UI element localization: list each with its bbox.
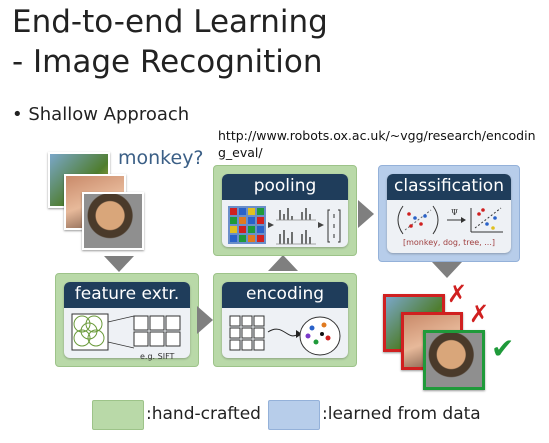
stage-header-encoding: encoding — [222, 282, 348, 308]
wrong-mark-2: ✗ — [469, 300, 490, 328]
stage-header-feature: feature extr. — [64, 282, 190, 308]
input-image-stack — [40, 152, 150, 252]
arrow-up-1 — [268, 255, 298, 271]
stage-feature-extraction: feature extr. e.g. SIFT — [55, 273, 199, 367]
arrow-down-1 — [104, 256, 134, 272]
result-image-stack: ✗ ✗ ✔ — [383, 280, 543, 398]
legend-label-hand-crafted: :hand-crafted — [146, 404, 261, 424]
wrong-mark-1: ✗ — [447, 280, 468, 308]
bullet-text: Shallow Approach — [28, 104, 190, 125]
stage-pooling: pooling — [213, 165, 357, 256]
slide-title-line2: - Image Recognition — [12, 44, 323, 80]
result-photo-monkey — [423, 330, 485, 390]
legend-label-learned: :learned from data — [322, 404, 481, 424]
correct-mark: ✔ — [491, 332, 515, 365]
class-list: [monkey, dog, tree, ...] — [402, 238, 496, 247]
stage-classification: classification Ψ [monkey, dog, tree, ...… — [378, 165, 520, 262]
arrow-right-1 — [197, 306, 213, 334]
legend-swatch-hand-crafted — [92, 400, 144, 430]
sift-grid-illustration — [71, 313, 181, 351]
query-label: monkey? — [118, 147, 204, 169]
source-url[interactable]: http://www.robots.ox.ac.uk/~vgg/research… — [218, 128, 536, 160]
stage-header-classification: classification — [387, 174, 511, 200]
slide-title-line1: End-to-end Learning — [12, 4, 328, 40]
sift-note: e.g. SIFT — [140, 352, 175, 361]
pooling-illustration — [228, 206, 341, 245]
bullet-item: • Shallow Approach — [12, 104, 190, 125]
legend-swatch-learned — [268, 400, 320, 430]
classification-illustration: Ψ — [397, 205, 503, 235]
stage-encoding: encoding — [213, 273, 357, 367]
input-photo-monkey — [82, 192, 144, 250]
stage-header-pooling: pooling — [222, 174, 348, 200]
arrow-right-2 — [358, 200, 374, 228]
encoding-illustration — [229, 315, 341, 356]
arrow-down-2 — [432, 262, 462, 278]
svg-text:Ψ: Ψ — [451, 208, 458, 217]
